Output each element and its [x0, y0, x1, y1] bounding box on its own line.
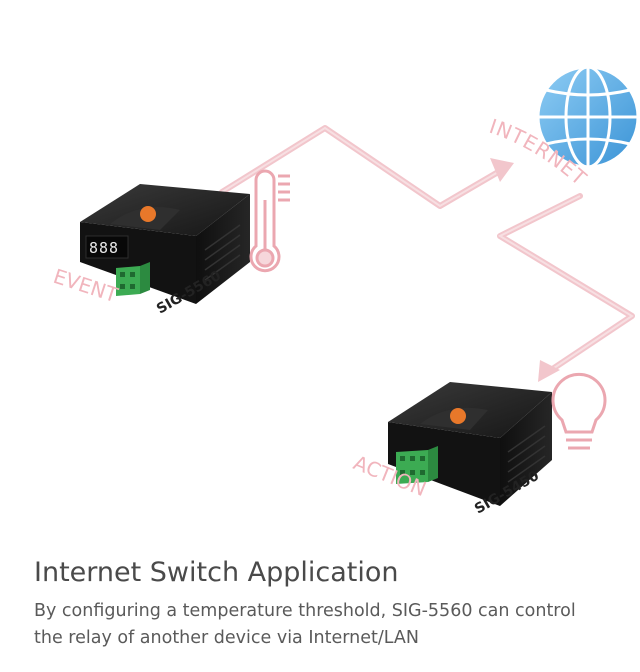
thermometer-icon — [249, 169, 290, 273]
terminal-block — [396, 446, 438, 484]
led-display — [85, 235, 129, 259]
path-arrow-head-up — [490, 158, 514, 182]
led-display-digits: 888 — [89, 239, 119, 257]
terminal-block — [116, 262, 150, 296]
device-sig-5450 — [388, 382, 552, 506]
device-sig-5560: 888 — [80, 184, 250, 304]
light-bulb-icon — [551, 372, 607, 450]
caption-title: Internet Switch Application — [34, 557, 399, 588]
signal-path-outline — [221, 126, 634, 373]
caption: Internet Switch Application By configuri… — [34, 556, 634, 652]
brand-badge — [140, 206, 156, 222]
globe-icon — [536, 65, 640, 169]
caption-line-1: By configuring a temperature threshold, … — [34, 601, 576, 621]
path-arrow-head-down — [538, 360, 560, 382]
caption-line-2: the relay of another device via Internet… — [34, 628, 419, 648]
brand-badge — [450, 408, 466, 424]
